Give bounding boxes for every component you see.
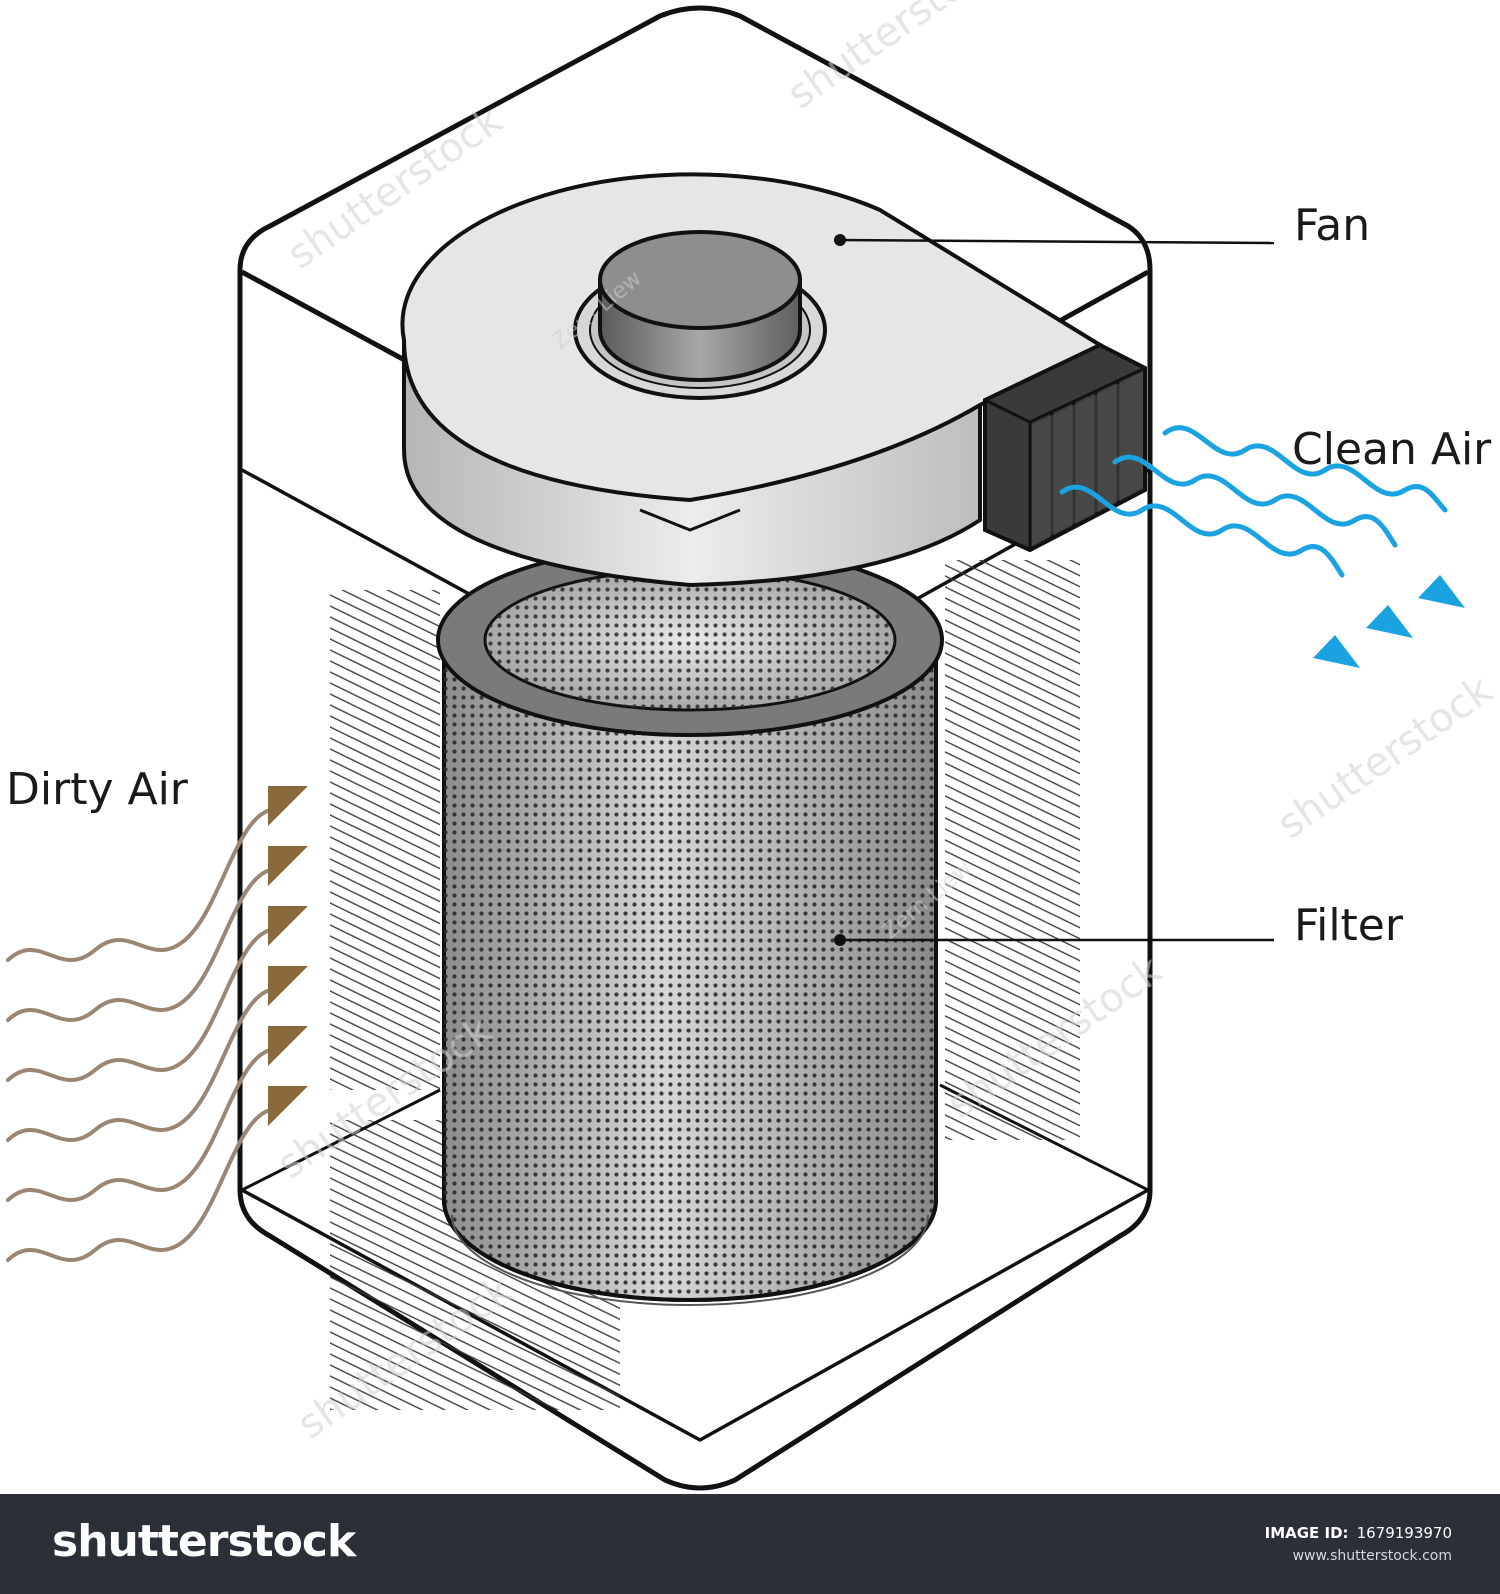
- dirty-air-arrowhead-5: [268, 1026, 308, 1066]
- dirty-air-arrowhead-4: [268, 966, 308, 1006]
- watermark-text: shutterstock: [1269, 667, 1500, 849]
- leader-lines: [839, 238, 1275, 942]
- clean-air-arrowheads: [1313, 575, 1465, 668]
- filter-cylinder: [436, 543, 944, 1306]
- clean-air-arrowhead-2: [1366, 605, 1413, 638]
- footer-bar: shutterstock IMAGE ID: 1679193970 www.shu…: [0, 1494, 1500, 1594]
- image-id-label: IMAGE ID:: [1264, 1524, 1349, 1542]
- filter-label: Filter: [1294, 900, 1403, 951]
- air-purifier-diagram: shutterstock shutterstock shutterstock s…: [6, 0, 1500, 1491]
- inner-edges: [241, 1083, 1149, 1192]
- dirty-air-arrowhead-2: [268, 846, 308, 886]
- site-url: www.shutterstock.com: [1292, 1548, 1452, 1564]
- clean-air-arrowhead-3: [1313, 635, 1360, 668]
- fan-leader-line: [839, 238, 1275, 245]
- fan-label: Fan: [1294, 200, 1371, 251]
- dirty-air-arrowheads: [268, 786, 308, 1126]
- dirty-air-arrowhead-1: [268, 786, 308, 826]
- clean-air-label: Clean Air: [1292, 424, 1492, 475]
- clean-air-arrowhead-1: [1418, 575, 1465, 608]
- clean-air-arrows: [1059, 425, 1448, 578]
- footer-logo: shutterstock: [52, 1516, 356, 1567]
- fan-outlet-vent: [983, 342, 1147, 553]
- intake-grille: [330, 560, 1080, 1410]
- dirty-air-arrows: [6, 808, 272, 1262]
- dirty-air-label: Dirty Air: [6, 764, 188, 815]
- dirty-air-arrowhead-3: [268, 906, 308, 946]
- image-id-block: IMAGE ID: 1679193970 www.shutterstock.com: [1265, 1524, 1452, 1564]
- fan-unit: [400, 172, 1147, 588]
- dirty-air-arrowhead-6: [268, 1086, 308, 1126]
- image-id-value: 1679193970: [1356, 1524, 1452, 1542]
